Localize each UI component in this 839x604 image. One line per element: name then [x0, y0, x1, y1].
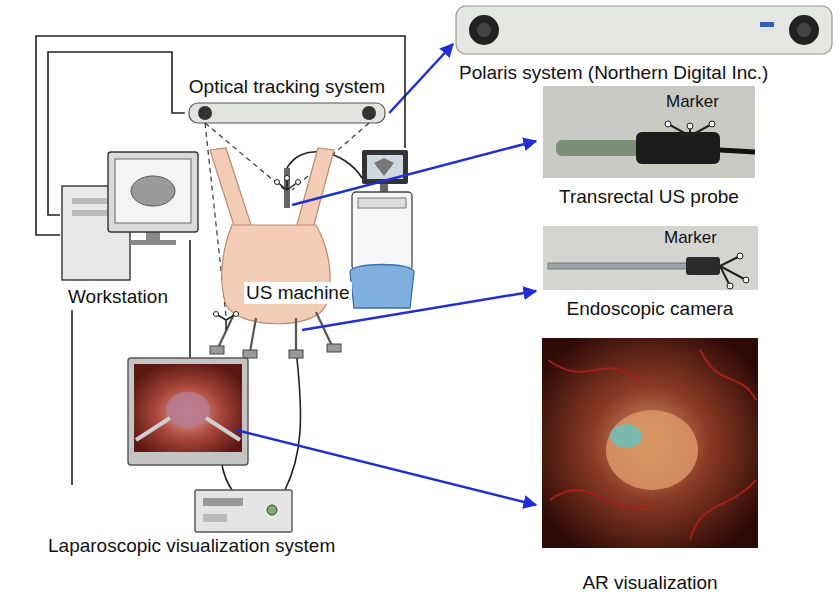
device-label-box: US machine [240, 148, 415, 308]
laparoscopic-tower [195, 490, 292, 532]
photo-panel: AR visualization [540, 336, 760, 598]
marker-label: Marker [666, 92, 719, 112]
polaris-photo [456, 6, 832, 54]
ar-photo [542, 338, 758, 548]
probe-photo [543, 86, 755, 178]
surgical-instrument [218, 312, 332, 352]
caption-label: AR visualization [582, 572, 717, 594]
cable [71, 310, 73, 485]
instrument-handle [210, 344, 341, 358]
endoscope-marker [214, 312, 239, 331]
caption-label: Transrectal US probe [559, 186, 739, 208]
endoscope-photo [543, 226, 758, 290]
device-label-box: Laparoscopic visualization system [44, 485, 354, 561]
probe-marker [275, 168, 301, 208]
caption-label: Workstation [68, 286, 168, 308]
photo-panel: Polaris system (Northern Digital Inc.) [453, 2, 835, 86]
laparoscopic-monitor [128, 358, 248, 465]
caption-label: Laparoscopic visualization system [48, 535, 335, 557]
caption-label: Polaris system (Northern Digital Inc.) [459, 62, 768, 84]
device-label-box: Workstation [60, 140, 210, 310]
caption-label: Endoscopic camera [567, 298, 734, 320]
cable [36, 36, 405, 235]
workstation-computer [62, 152, 198, 280]
pointer-arrow [389, 44, 453, 113]
caption-label: US machine [244, 282, 352, 304]
cable [48, 52, 185, 215]
pointer-arrow [236, 141, 536, 505]
photo-panel: MarkerTransrectal US probe [540, 84, 758, 210]
ultrasound-machine [350, 150, 414, 308]
marker-label: Marker [664, 228, 717, 248]
photo-panel: MarkerEndoscopic camera [540, 224, 760, 322]
caption-label: Optical tracking system [189, 76, 385, 98]
device-label-box: Optical tracking system [185, 76, 389, 126]
tracking-bar [189, 103, 385, 123]
